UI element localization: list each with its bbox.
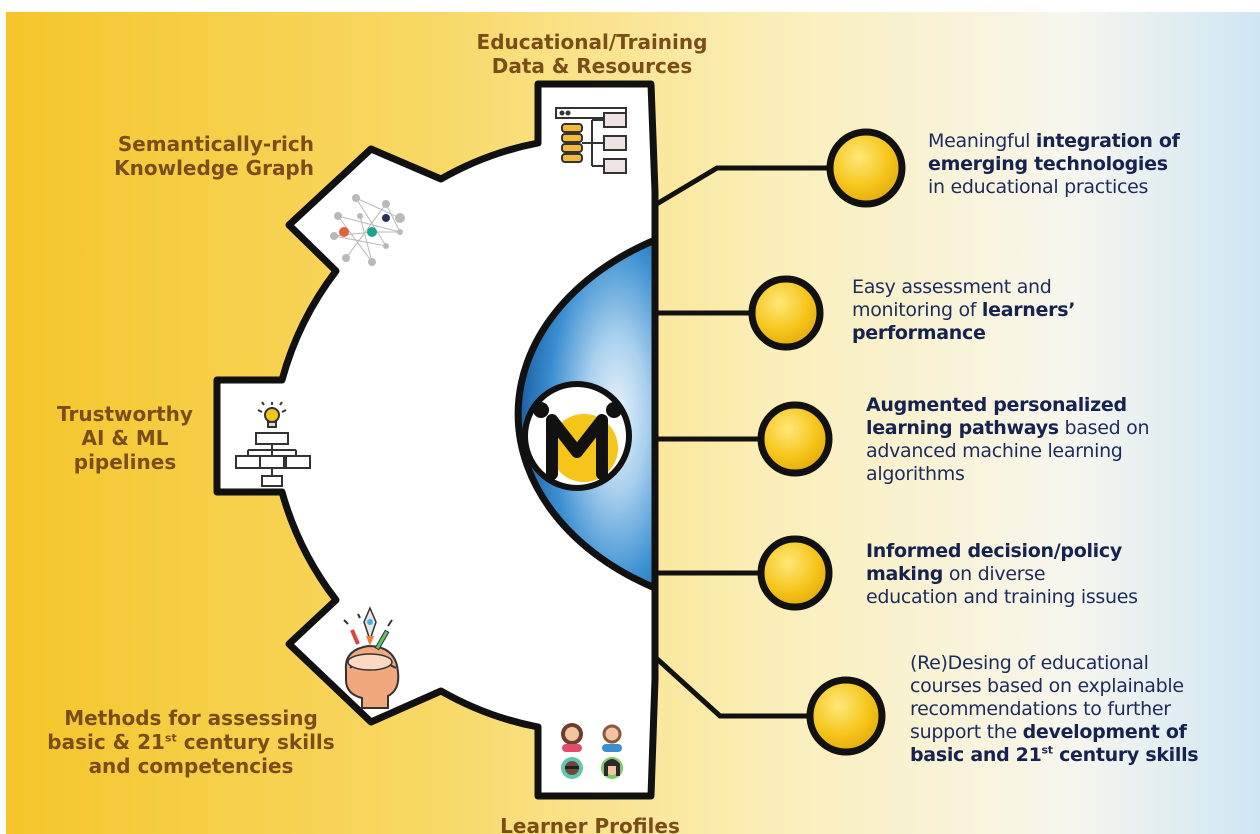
benefit-line: recommendations to further (910, 698, 1198, 721)
benefit-line: Easy assessment and (852, 276, 1075, 299)
lightbulb-flowchart-icon (235, 401, 311, 487)
benefit-run: recommendations to further (910, 698, 1171, 720)
half-gear (213, 80, 659, 800)
benefit-line: basic and 21st century skills (910, 743, 1199, 767)
benefit-run: century skills (1052, 744, 1199, 766)
benefit-line: advanced machine learning (866, 440, 1149, 463)
label-data-resources: Educational/Training Data & Resources (476, 30, 708, 78)
benefit-line: (Re)Desing of educational (910, 652, 1198, 675)
benefit-run: st (1041, 743, 1054, 757)
benefit-run: learning pathways (866, 417, 1059, 439)
benefit-run: courses based on explainable (910, 675, 1184, 697)
benefit-line: performance (852, 322, 1075, 345)
benefit-line: in educational practices (928, 176, 1180, 199)
benefit-run: based on (1058, 417, 1150, 439)
benefit-run: Easy assessment and (852, 276, 1052, 298)
benefit-run: basic and 21 (910, 744, 1042, 766)
label-learner-profiles: Learner Profiles (500, 814, 680, 834)
benefit-circle-5 (806, 676, 886, 756)
benefit-line: monitoring of learners’ (852, 299, 1075, 322)
benefit-line: emerging technologies (928, 153, 1180, 176)
benefit-line: courses based on explainable (910, 675, 1198, 698)
benefit-run: support the (910, 721, 1023, 743)
benefit-run: monitoring of (852, 299, 982, 321)
benefit-run: (Re)Desing of educational (910, 652, 1149, 674)
head-rocket-ideas-icon (343, 606, 400, 709)
benefit-line: algorithms (866, 463, 1149, 486)
benefit-line: Augmented personalized (866, 394, 1149, 417)
benefit-circle-3 (757, 401, 833, 477)
learner-avatars-icon (561, 723, 623, 779)
benefit-line: education and training issues (866, 586, 1138, 609)
benefit-run: advanced machine learning (866, 440, 1123, 462)
benefit-circle-1 (826, 128, 906, 208)
benefit-run: education and training issues (866, 586, 1138, 608)
benefit-run: learners’ (981, 299, 1076, 321)
benefit-line: support the development of (910, 721, 1198, 744)
benefit-line: making on diverse (866, 563, 1138, 586)
benefit-run: in educational practices (928, 176, 1149, 198)
benefit-run: integration of (1035, 130, 1180, 152)
benefit-run: performance (852, 322, 986, 344)
m-logo-icon (522, 381, 632, 491)
knowledge-graph-icon (330, 194, 405, 266)
connector-lines (653, 165, 830, 719)
benefit-circle-4 (757, 535, 833, 611)
benefit-run: making (866, 563, 944, 585)
benefit-run: Augmented personalized (866, 394, 1127, 416)
benefit-line: Meaningful integration of (928, 130, 1180, 153)
benefit-run: development of (1022, 721, 1187, 743)
benefit-circle-2 (748, 275, 824, 351)
label-knowledge-graph: Semantically-rich Knowledge Graph (114, 132, 314, 180)
benefit-run: on diverse (943, 563, 1046, 585)
benefit-run: emerging technologies (928, 153, 1168, 175)
database-tree-icon (555, 107, 627, 174)
label-skills: Methods for assessing basic & 21st centu… (47, 706, 335, 778)
benefit-run: algorithms (866, 463, 965, 485)
benefit-line: Informed decision/policy (866, 540, 1138, 563)
label-ai-ml: Trustworthy AI & ML pipelines (57, 402, 193, 474)
benefit-run: Meaningful (928, 130, 1036, 152)
benefit-line: learning pathways based on (866, 417, 1150, 440)
benefit-run: Informed decision/policy (866, 540, 1122, 562)
